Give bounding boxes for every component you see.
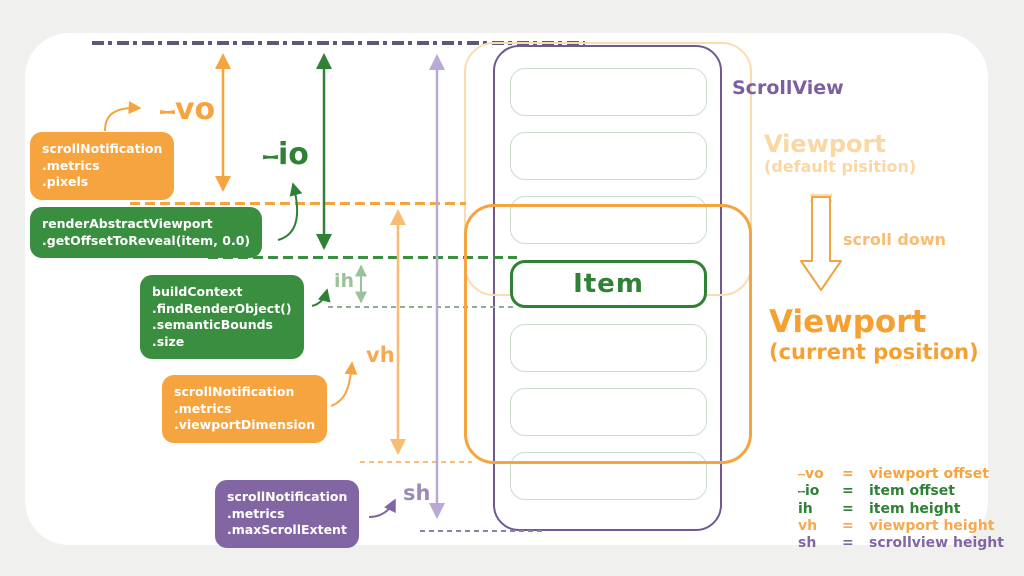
legend-eq: = — [842, 483, 854, 500]
code-line: .findRenderObject() — [152, 300, 292, 316]
scroll-origin-dashdot-line — [92, 41, 585, 45]
legend-eq: = — [842, 500, 854, 517]
viewport-offset-label: ⧿vo — [160, 92, 216, 127]
legend-row-viewport-offset: ⧿vo = viewport offset — [798, 466, 1004, 483]
code-line: .pixels — [42, 174, 89, 189]
item-top-dashed-line — [208, 256, 517, 259]
legend-value: viewport height — [869, 517, 995, 534]
item-offset-label: ⧿io — [263, 137, 309, 172]
code-line: buildContext — [152, 284, 243, 299]
code-box-max-scroll-extent: scrollNotification .metrics .maxScrollEx… — [215, 480, 360, 548]
code-box-semantic-bounds: buildContext .findRenderObject() .semant… — [140, 275, 304, 359]
legend-row-item-height: ih = item height — [798, 501, 1004, 518]
code-line: .semanticBounds — [152, 317, 273, 332]
code-line: .viewportDimension — [174, 417, 316, 432]
code-line: .metrics — [42, 157, 100, 173]
viewport-height-label: vh — [366, 343, 395, 367]
list-item — [510, 132, 707, 180]
legend-eq: = — [842, 466, 854, 482]
scrollview-bottom-dashed-line — [420, 530, 546, 532]
list-item — [510, 452, 707, 500]
viewport-default-subtitle: (default pisition) — [764, 157, 917, 176]
legend-key: ih — [798, 500, 813, 517]
code-line: .metrics — [174, 400, 232, 416]
code-line: scrollNotification — [174, 384, 295, 399]
scrollview-rect — [493, 45, 722, 531]
code-box-offset-to-reveal: renderAbstractViewport .getOffsetToRevea… — [30, 207, 263, 258]
scroll-down-label: scroll down — [843, 230, 947, 249]
code-line: .size — [152, 333, 185, 349]
list-item — [510, 324, 707, 372]
code-line: scrollNotification — [42, 141, 163, 156]
code-line: .metrics — [227, 505, 285, 521]
item-bottom-dashed-line — [328, 306, 517, 308]
code-line: renderAbstractViewport — [42, 216, 213, 231]
legend-value: item offset — [869, 483, 955, 500]
code-box-viewport-dimension: scrollNotification .metrics .viewportDim… — [162, 375, 328, 443]
viewport-current-rect — [464, 204, 752, 464]
legend-key: sh — [798, 535, 817, 552]
legend-row-item-offset: ⧿io = item offset — [798, 483, 1004, 500]
code-line: .getOffsetToReveal(item, 0.0) — [42, 232, 251, 248]
legend-value: scrollview height — [869, 535, 1004, 552]
target-item-label: Item — [573, 269, 644, 299]
viewport-current-title: Viewport — [769, 304, 927, 340]
legend: ⧿vo=viewport offset ⧿io=item offset ih=i… — [798, 466, 1004, 552]
legend-value: item height — [869, 500, 961, 517]
viewport-top-dashed-line — [130, 202, 466, 205]
scrollview-title: ScrollView — [732, 77, 844, 99]
list-item — [510, 68, 707, 116]
legend-eq: = — [842, 517, 854, 534]
legend-key: ⧿io — [798, 483, 820, 500]
legend-row-viewport-height: vh = viewport height — [798, 518, 1004, 535]
list-item — [510, 388, 707, 436]
scrollview-height-label: sh — [403, 481, 431, 505]
target-item: Item — [510, 260, 707, 308]
legend-key: ⧿vo — [798, 466, 824, 482]
viewport-current-subtitle: (current position) — [769, 340, 979, 364]
legend-eq: = — [842, 535, 854, 552]
code-line: .maxScrollExtent — [227, 522, 347, 537]
item-height-label: ih — [334, 270, 355, 292]
code-box-scroll-pixels: scrollNotification .metrics .pixels — [30, 132, 175, 200]
legend-key: vh — [798, 517, 818, 534]
legend-value: viewport offset — [869, 466, 989, 482]
code-line: scrollNotification — [227, 489, 348, 504]
viewport-bottom-dashed-line — [360, 461, 472, 463]
legend-row-scrollview-height: sh = scrollview height — [798, 535, 1004, 552]
viewport-default-title: Viewport — [764, 130, 886, 158]
